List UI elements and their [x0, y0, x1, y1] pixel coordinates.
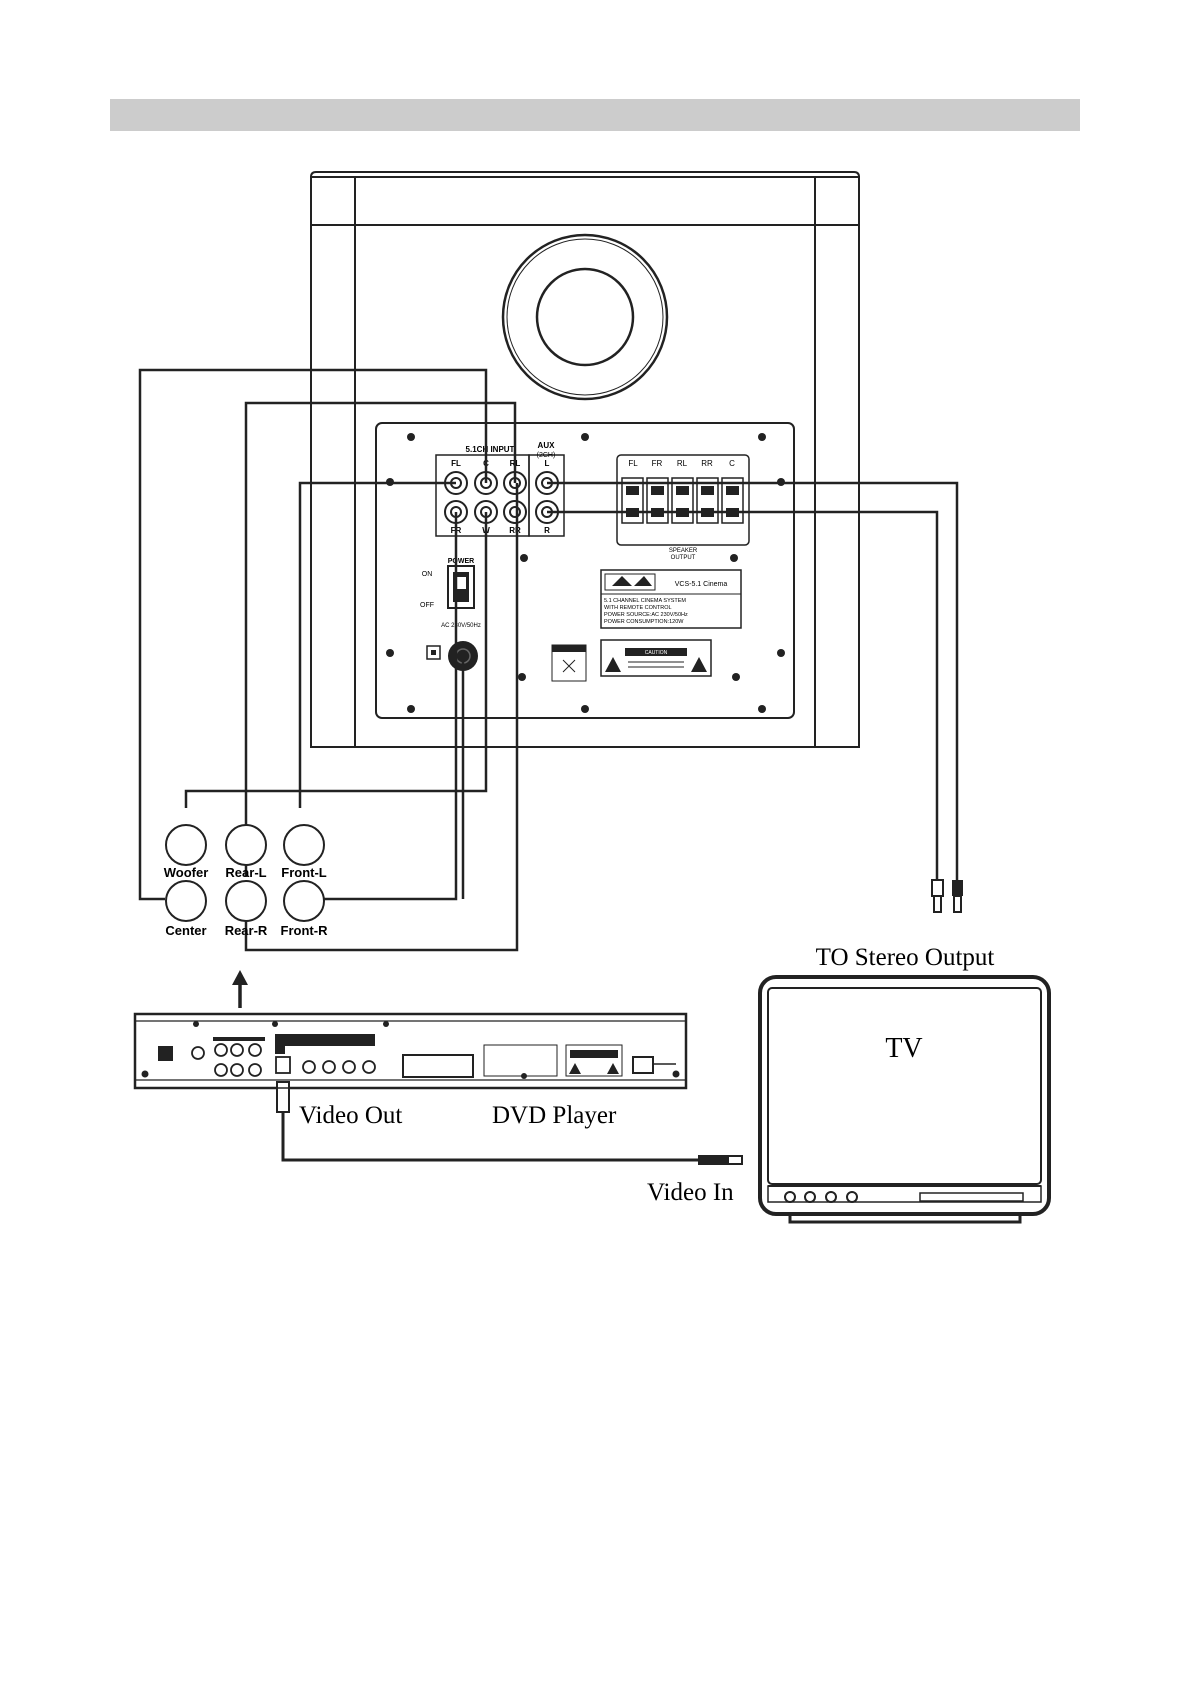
jack-label-aux-l: L: [545, 459, 550, 468]
fuse-holder: [426, 645, 441, 660]
woofer-driver: [501, 233, 669, 401]
rca-jacks: [444, 471, 559, 524]
cable-label-rear-r: Rear-R: [225, 923, 268, 938]
jack-label-rr: RR: [509, 526, 521, 535]
jack-label-aux-r: R: [544, 526, 550, 535]
dvd-player-label: DVD Player: [492, 1102, 617, 1129]
input-51ch-label: 5.1CH INPUT: [466, 445, 515, 454]
power-switch: [447, 565, 475, 609]
aux-sub-label: (2CH): [537, 452, 556, 459]
speaker-label-fr: FR: [652, 459, 663, 468]
cable-label-center: Center: [165, 923, 206, 938]
power-label: POWER: [448, 558, 474, 565]
cable-label-front-l: Front-L: [281, 865, 327, 880]
section-header-bar: [110, 99, 1080, 131]
tv-label: TV: [885, 1033, 922, 1064]
cable-bundle-left: [138, 368, 519, 952]
speaker-label-rl: RL: [677, 459, 688, 468]
cable-label-rear-l: Rear-L: [225, 865, 266, 880]
video-out-label: Video Out: [299, 1102, 402, 1129]
cable-stereo-output: [547, 481, 959, 880]
power-on-label: ON: [422, 571, 433, 578]
stereo-plug-icons: [931, 879, 963, 913]
dvd-player: [133, 1012, 688, 1090]
rear-panel: [375, 422, 795, 719]
speaker-output-label-2: OUTPUT: [671, 555, 696, 561]
input-51ch-block: [435, 454, 565, 537]
video-in-label: Video In: [647, 1179, 734, 1206]
speaker-output-block: [616, 454, 750, 546]
stereo-output-label: TO Stereo Output: [816, 944, 995, 971]
up-arrow-icon: [232, 970, 248, 1008]
model-label: VCS-5.1 Cinema: [675, 581, 728, 588]
video-cable: [276, 1081, 743, 1165]
spec-line-2: WITH REMOTE CONTROL: [604, 605, 672, 611]
caution-label: [600, 639, 712, 677]
cable-label-front-r: Front-R: [281, 923, 329, 938]
speaker-label-fl: FL: [628, 459, 638, 468]
speaker-label-rr: RR: [701, 459, 713, 468]
caution-text: CAUTION: [645, 650, 668, 656]
ac-rating-label: AC 230V/50Hz: [441, 623, 481, 629]
rca-plug-ends: [165, 824, 325, 922]
speaker-output-label-1: SPEAKER: [669, 548, 698, 554]
aux-label: AUX: [538, 441, 556, 450]
power-off-label: OFF: [420, 602, 434, 609]
jack-label-fl: FL: [451, 459, 461, 468]
spec-line-4: POWER CONSUMPTION:120W: [604, 619, 684, 625]
disposal-label: [551, 644, 587, 682]
spec-label-box: [600, 569, 742, 629]
spec-line-3: POWER SOURCE:AC 230V/50Hz: [604, 612, 688, 618]
tv-set: [758, 975, 1051, 1224]
subwoofer-cabinet: [310, 171, 860, 748]
cable-label-woofer: Woofer: [164, 865, 209, 880]
spec-line-1: 5.1 CHANNEL CINEMA SYSTEM: [604, 598, 686, 604]
speaker-label-c: C: [729, 459, 735, 468]
